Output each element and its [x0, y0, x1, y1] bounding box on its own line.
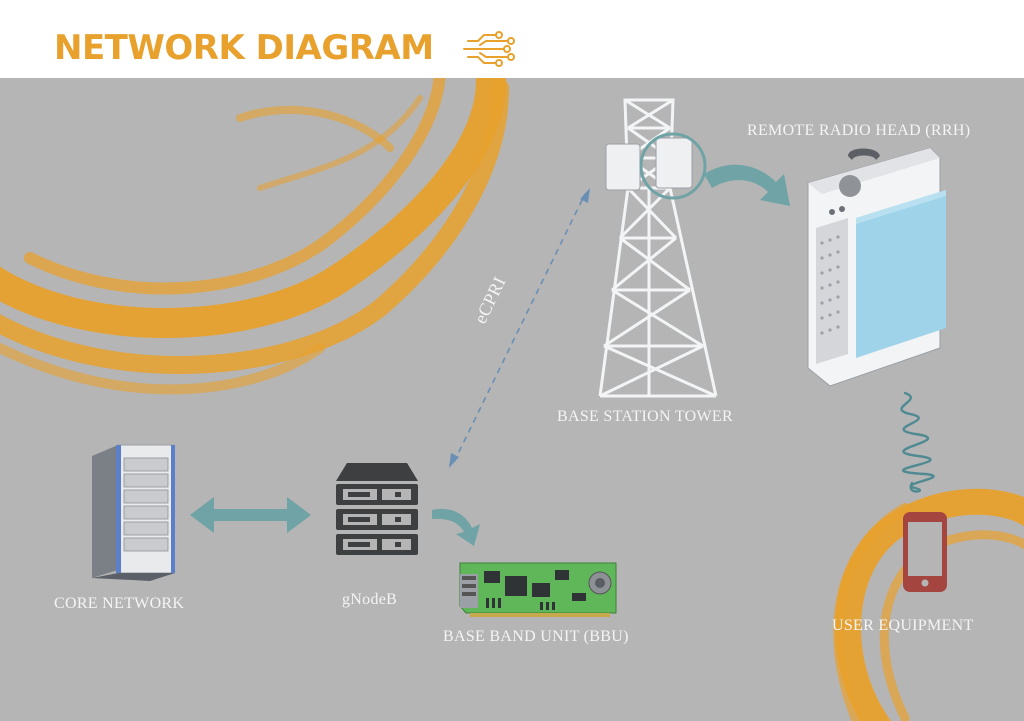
diagram-graphics [0, 78, 1024, 721]
bbu-label: BASE BAND UNIT (BBU) [443, 628, 629, 645]
core-network-server-icon [92, 444, 175, 581]
ecpri-link-icon [449, 188, 590, 468]
tower-label: BASE STATION TOWER [557, 408, 733, 425]
header: NETWORK DIAGRAM [0, 0, 1024, 78]
orange-swirl-top [0, 78, 509, 395]
diagram-canvas: CORE NETWORK gNodeB BASE BAND UNIT (BBU)… [0, 78, 1024, 721]
gnodeb-icon [336, 463, 418, 555]
user-equipment-phone-icon [903, 512, 947, 592]
rrh-device-icon [807, 147, 946, 387]
gnodeb-label: gNodeB [342, 591, 398, 608]
curved-arrow-rrh-icon [704, 164, 790, 206]
core-network-label: CORE NETWORK [54, 595, 185, 612]
antenna-panels-icon [605, 132, 707, 200]
double-arrow-icon [190, 497, 311, 533]
user-equipment-label: USER EQUIPMENT [832, 617, 974, 634]
bbu-board-icon [459, 562, 617, 617]
radio-wave-icon [900, 391, 935, 493]
base-station-tower-icon [598, 98, 718, 398]
page-title: NETWORK DIAGRAM [54, 28, 434, 68]
rrh-label: REMOTE RADIO HEAD (RRH) [747, 122, 971, 139]
circuit-icon [463, 31, 515, 67]
curved-arrow-bbu-icon [432, 508, 480, 546]
